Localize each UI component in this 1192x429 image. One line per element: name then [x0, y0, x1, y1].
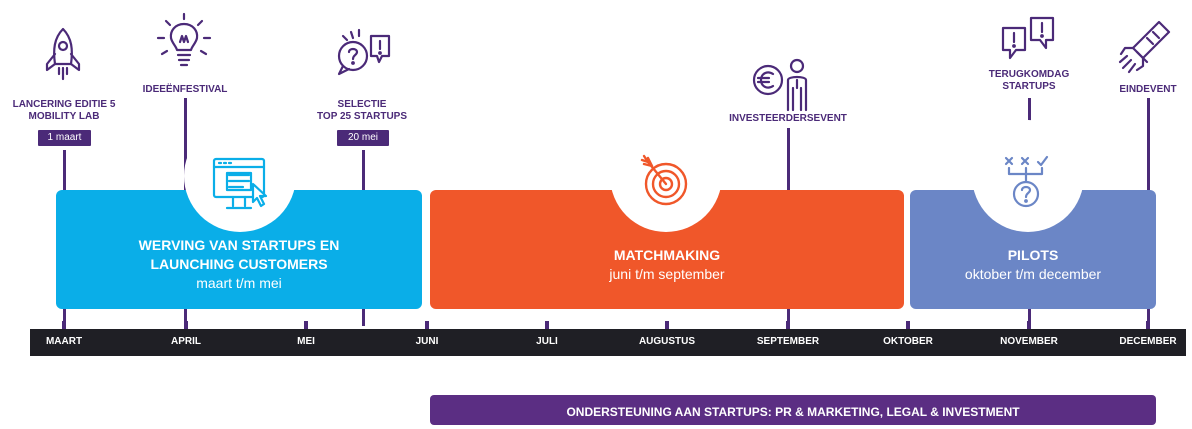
question-speech-bubbles-icon [333, 22, 393, 87]
phase-pilots-icon-circle [972, 120, 1084, 232]
exclamation-speech-bubbles-icon [1000, 14, 1060, 73]
milestone-label-lancering-line2: MOBILITY LAB [28, 111, 100, 122]
decision-question-icon [1000, 154, 1056, 215]
milestone-label-eindevent: EINDEVENT [1119, 84, 1177, 95]
phase-matchmaking-subtitle: juni t/m september [609, 266, 725, 282]
euro-investor-person-icon [750, 58, 816, 117]
month-label-maart: MAART [45, 336, 83, 347]
milestone-label-lancering: LANCERING EDITIE 5 MOBILITY LAB [2, 99, 126, 123]
month-label-september: SEPTEMBER [756, 336, 820, 347]
timeline-bar [30, 329, 1186, 356]
tick-augustus [665, 321, 669, 329]
phase-werving-icon-circle [184, 120, 296, 232]
milestone-label-selectie-line1: SELECTIE [337, 99, 387, 110]
milestone-label-investeerdersevent: INVESTEERDERSEVENT [729, 113, 847, 124]
phase-matchmaking-icon-circle [610, 120, 722, 232]
tick-juni [425, 321, 429, 329]
tick-juli [545, 321, 549, 329]
milestone-label-terugkomdag-line1: TERUGKOMDAG [988, 69, 1070, 80]
tick-december [1146, 321, 1150, 329]
tick-oktober [906, 321, 910, 329]
phase-matchmaking-title: MATCHMAKING [613, 247, 721, 263]
milestone-label-selectie-line2: TOP 25 STARTUPS [316, 111, 408, 122]
phase-werving-title-line2: LAUNCHING CUSTOMERS [150, 256, 328, 272]
month-label-april: APRIL [171, 336, 201, 347]
milestone-label-terugkomdag: TERUGKOMDAG STARTUPS [975, 69, 1083, 93]
phase-werving-subtitle: maart t/m mei [196, 275, 282, 291]
phase-pilots-subtitle: oktober t/m december [964, 266, 1102, 282]
rocket-icon [38, 26, 88, 87]
tick-september [786, 321, 790, 329]
milestone-label-lancering-line1: LANCERING EDITIE 5 [12, 99, 116, 110]
tick-mei [304, 321, 308, 329]
tick-april [184, 321, 188, 329]
month-label-november: NOVEMBER [1000, 336, 1058, 347]
tick-november [1027, 321, 1031, 329]
lightbulb-icon [155, 12, 213, 75]
month-label-december: DECEMBER [1119, 336, 1177, 347]
milestone-label-selectie: SELECTIE TOP 25 STARTUPS [300, 99, 424, 123]
milestone-label-ideeenfestival: IDEEËNFESTIVAL [142, 84, 228, 95]
support-bar-label: ONDERSTEUNING AAN STARTUPS: PR & MARKETI… [566, 405, 1020, 419]
date-badge-20-mei: 20 mei [337, 130, 389, 146]
month-label-juni: JUNI [415, 336, 439, 347]
month-label-oktober: OKTOBER [883, 336, 933, 347]
support-bar: ONDERSTEUNING AAN STARTUPS: PR & MARKETI… [430, 395, 1156, 425]
phase-pilots-title: PILOTS [1007, 247, 1059, 263]
web-application-icon [211, 156, 271, 219]
date-badge-1-maart: 1 maart [38, 130, 91, 146]
month-label-mei: MEI [297, 336, 315, 347]
target-icon [638, 152, 694, 213]
tick-maart [62, 321, 66, 329]
phase-werving-title-line1: WERVING VAN STARTUPS EN [138, 237, 340, 253]
milestone-label-terugkomdag-line2: STARTUPS [1002, 81, 1056, 92]
month-label-juli: JULI [536, 336, 558, 347]
firework-rocket-icon [1117, 18, 1175, 81]
month-label-augustus: AUGUSTUS [638, 336, 696, 347]
